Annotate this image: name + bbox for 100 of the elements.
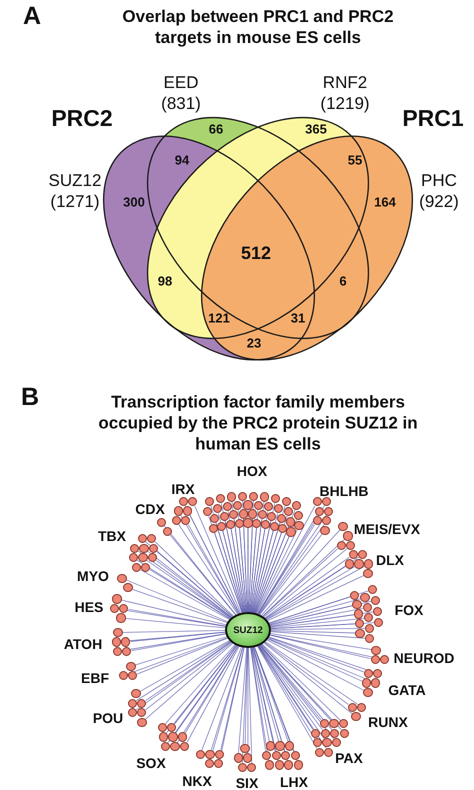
gene-node <box>243 500 253 510</box>
connector-line <box>262 538 345 616</box>
count-label: 512 <box>240 243 272 263</box>
panel-title: Transcription factor family members occupied by the PRC2 protein SUZ12 in human ES cells <box>97 392 419 454</box>
connector-line <box>252 512 278 613</box>
gene-node <box>320 728 330 738</box>
family-label: LHX <box>280 774 308 790</box>
gene-node <box>261 520 270 530</box>
gene-node <box>364 624 374 633</box>
family-label: MYO <box>77 568 109 584</box>
gene-node <box>320 526 330 535</box>
gene-node <box>137 718 147 727</box>
gene-node <box>215 750 224 759</box>
connector-line <box>140 640 230 692</box>
gene-node <box>210 514 220 524</box>
family-label: POU <box>92 710 124 726</box>
gene-node <box>243 518 253 528</box>
gene-node <box>267 512 276 522</box>
panel-letter: B <box>20 383 40 411</box>
set-label: SUZ12 (1271) <box>43 170 107 212</box>
gene-node <box>234 753 243 763</box>
connector-line <box>270 601 372 626</box>
family-label: GATA <box>388 682 426 698</box>
gene-node <box>132 562 141 572</box>
gene-node <box>128 698 137 708</box>
gene-node <box>286 527 296 537</box>
count-label: 365 <box>305 122 327 136</box>
count-label: 55 <box>348 152 362 168</box>
gene-node <box>238 509 248 519</box>
gene-node <box>294 510 303 520</box>
gene-node <box>174 506 183 516</box>
connector-line <box>264 642 353 714</box>
connector-line <box>221 503 245 613</box>
connector-line <box>251 647 270 742</box>
connector-line <box>268 590 369 624</box>
gene-node <box>364 559 374 569</box>
count-label: 98 <box>158 274 172 288</box>
family-label: BHLHB <box>320 483 368 499</box>
gene-node <box>243 753 252 763</box>
gene-node <box>360 592 370 602</box>
gene-node <box>264 502 274 512</box>
gene-node <box>364 634 374 644</box>
gene-node <box>373 606 382 616</box>
family-label: NEUROD <box>394 650 454 666</box>
gene-node <box>312 516 322 526</box>
gene-node <box>204 759 214 768</box>
gene-node <box>357 702 366 712</box>
count-label: 66 <box>208 122 224 136</box>
gene-node <box>172 516 181 526</box>
gene-node <box>233 500 242 510</box>
gene-node <box>270 494 280 504</box>
connector-line <box>249 510 258 612</box>
gene-node <box>314 506 324 516</box>
gene-node <box>272 750 281 760</box>
gene-node <box>217 522 226 531</box>
gene-node <box>354 559 364 569</box>
gene-node <box>112 637 121 647</box>
complex-label: PRC1 <box>402 105 464 131</box>
gene-node <box>252 518 262 528</box>
panel-title: Overlap between PRC1 and PRC2 targets in mouse ES cells <box>121 6 395 48</box>
count-label: 121 <box>208 310 230 326</box>
connector-line <box>164 526 236 616</box>
gene-node <box>284 507 294 516</box>
gene-node <box>128 671 138 680</box>
family-label: PAX <box>335 750 363 766</box>
family-label: TBX <box>98 528 126 544</box>
gene-node <box>183 506 192 516</box>
gene-node <box>363 568 373 578</box>
gene-node <box>141 562 150 572</box>
gene-node <box>149 544 158 553</box>
gene-node <box>205 497 214 506</box>
connector-line <box>252 647 280 742</box>
connector-line <box>252 506 286 613</box>
connector-line <box>238 648 247 754</box>
gene-node <box>137 708 146 718</box>
connector-line <box>270 628 366 630</box>
count-label: 94 <box>174 152 190 168</box>
connector-line <box>261 530 340 616</box>
connector-line <box>194 505 241 614</box>
connector-line <box>250 648 269 761</box>
connector-line <box>242 500 248 612</box>
gene-node <box>126 662 136 671</box>
gene-node <box>355 628 365 638</box>
gene-node <box>292 500 302 510</box>
connector-line <box>210 506 244 613</box>
gene-node <box>312 738 322 748</box>
gene-node <box>322 738 332 748</box>
gene-node <box>118 671 128 680</box>
gene-node <box>116 613 126 623</box>
gene-node <box>370 655 380 664</box>
gene-node <box>128 708 137 718</box>
gene-node <box>168 732 178 742</box>
connector-line <box>270 633 372 650</box>
gene-node <box>119 604 128 614</box>
gene-node <box>340 728 350 738</box>
connector-line <box>250 501 264 612</box>
gene-node <box>158 722 167 732</box>
gene-node <box>380 655 390 664</box>
gene-node <box>260 492 270 502</box>
gene-node <box>339 719 348 728</box>
